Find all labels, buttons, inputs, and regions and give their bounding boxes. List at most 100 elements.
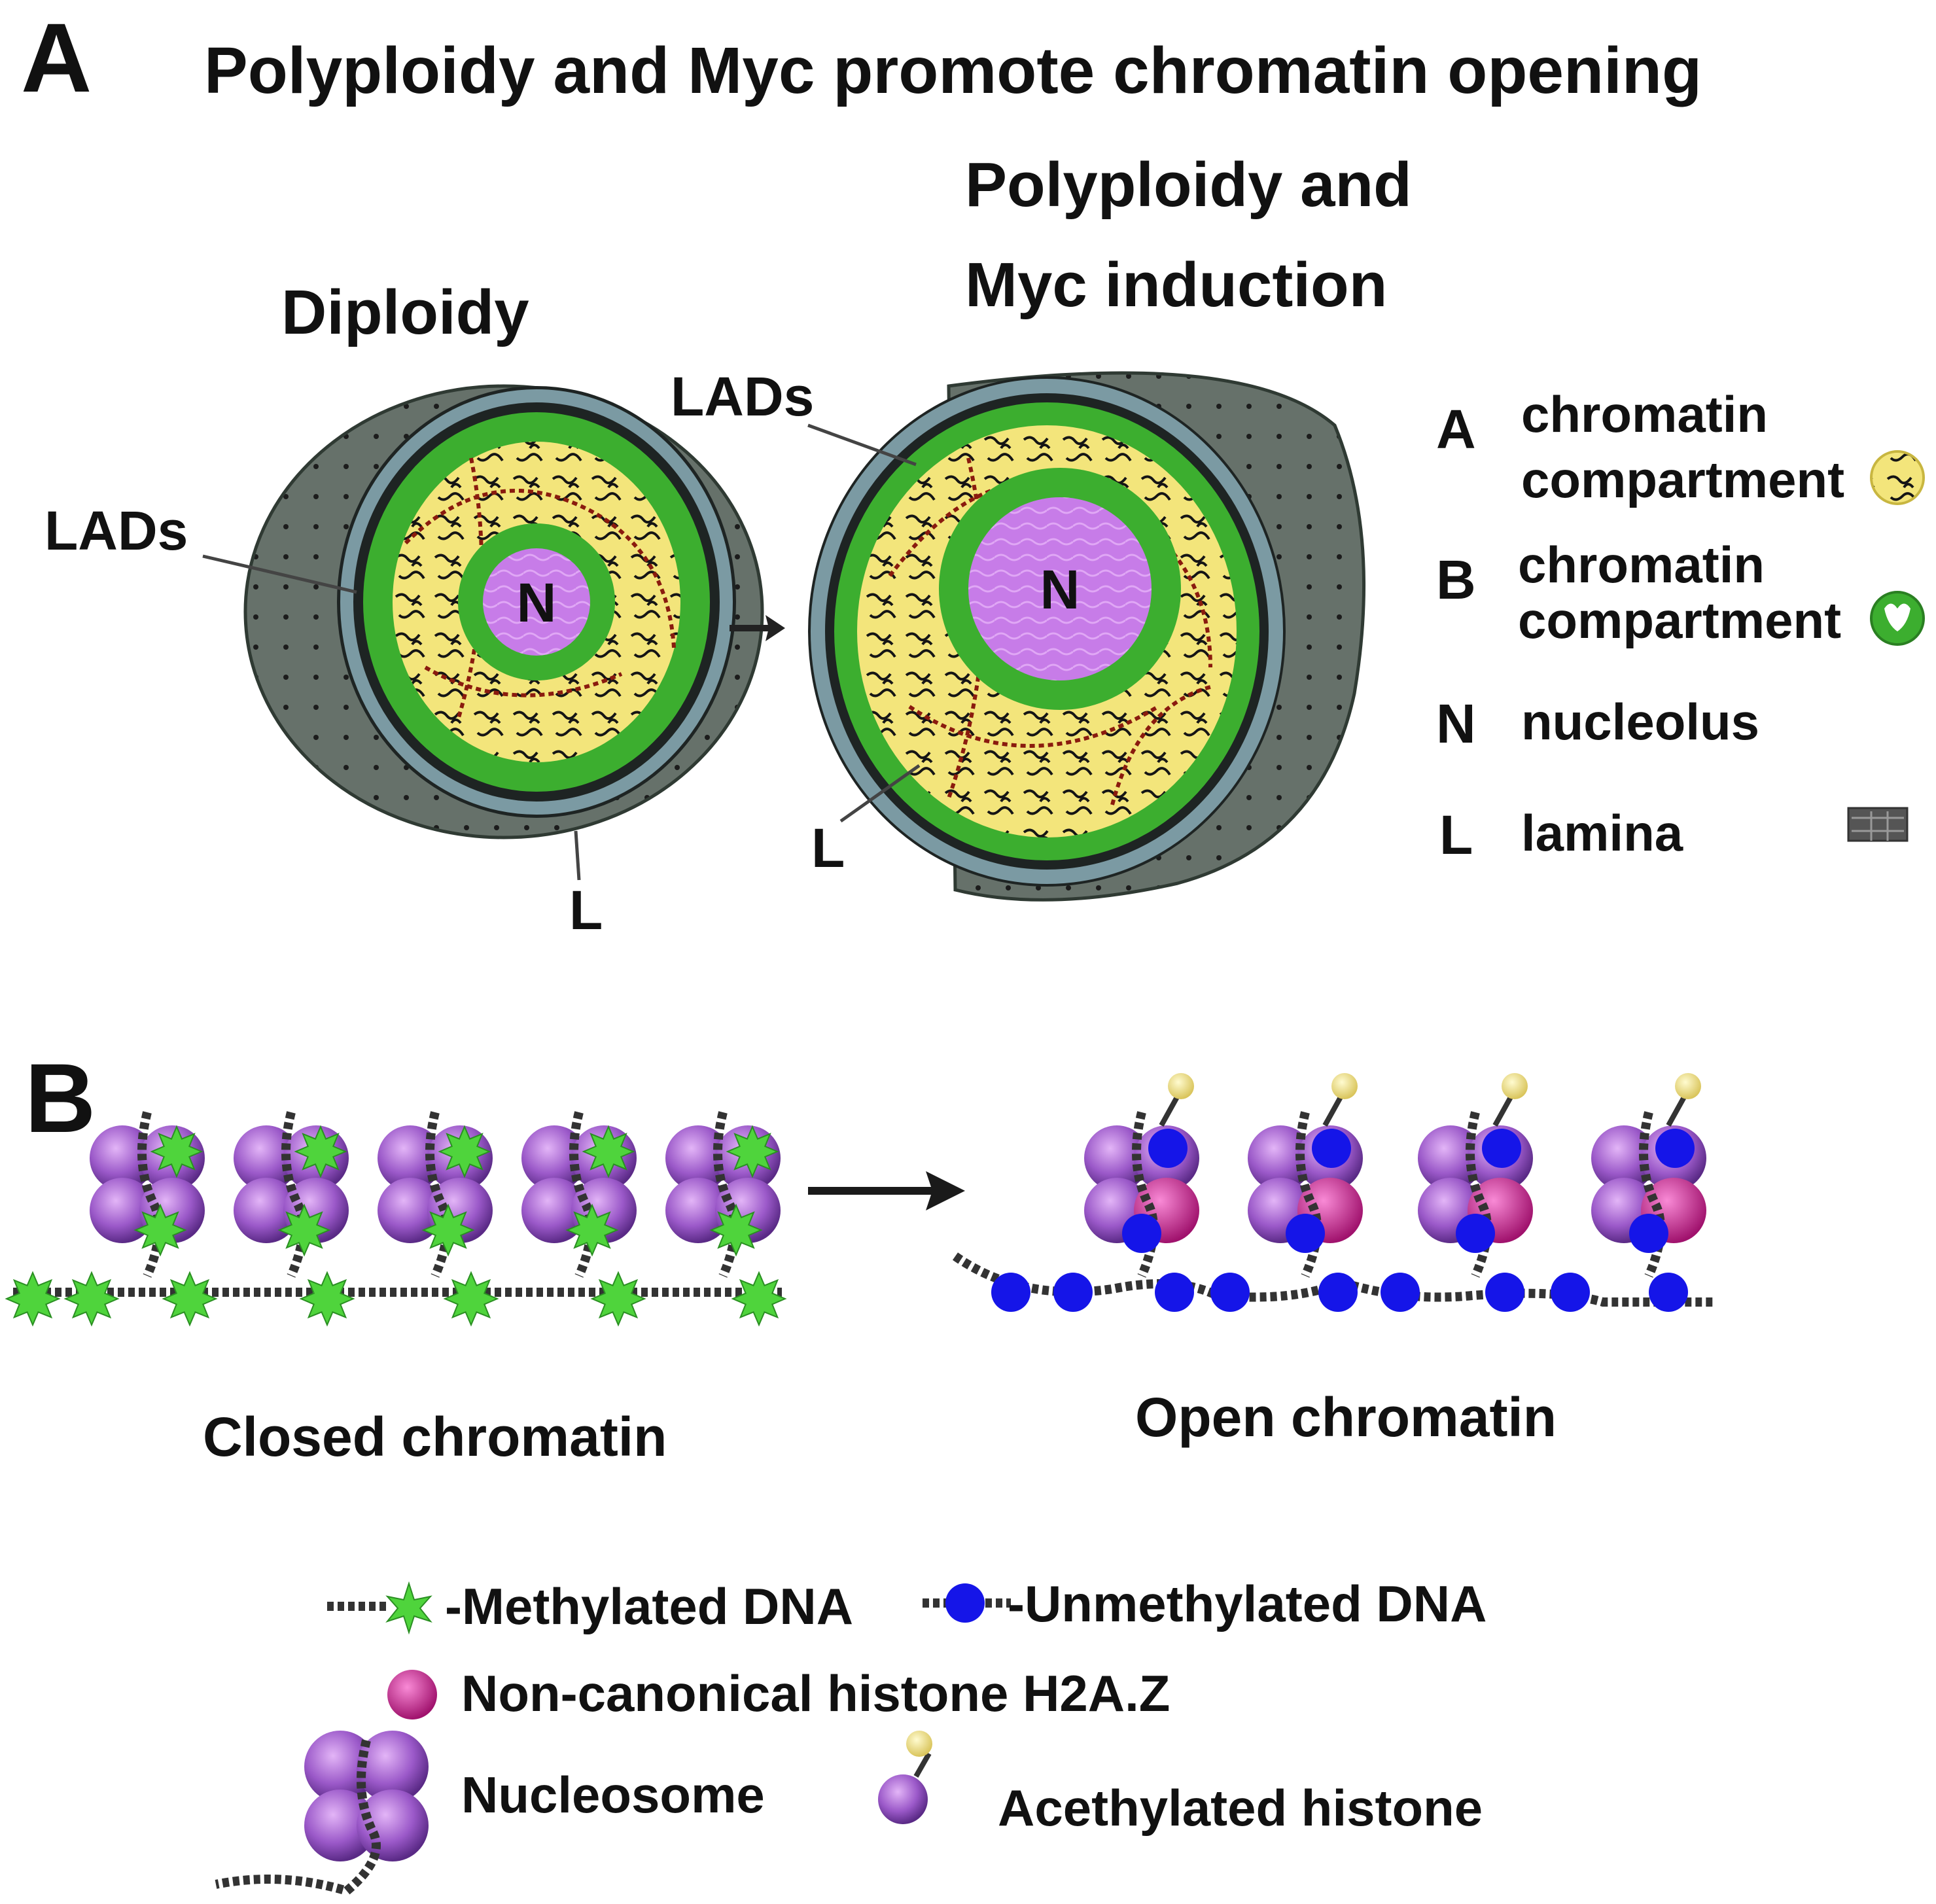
- lamina-icon: [1847, 807, 1909, 842]
- histone-core: [234, 1178, 299, 1243]
- diploid-nucleolus: [483, 548, 590, 656]
- h2az-icon: [387, 1670, 437, 1719]
- nucleosome: [378, 1111, 493, 1278]
- nucleosome-legend-icon: [215, 1731, 429, 1896]
- panel-b-legend: -Methylated DNA -Unmethylated DNA Non-ca…: [215, 1575, 1487, 1896]
- open-unmethylated-sites: [991, 1073, 1701, 1312]
- methylated-cpg-star: [443, 1271, 499, 1327]
- acetyl-tail: [1159, 1095, 1180, 1127]
- histone-core: [90, 1125, 155, 1191]
- diploid-lads-label: LADs: [44, 500, 188, 561]
- methylated-cpg-star: [277, 1203, 331, 1257]
- diploid-caption: Diploidy: [281, 277, 529, 347]
- b-compartment-icon: [1870, 591, 1925, 646]
- legend-l-key: L: [1439, 804, 1473, 866]
- unmethylated-cpg-circle: [1551, 1273, 1590, 1312]
- polyploid-caption-line1: Polyploidy and: [965, 150, 1412, 220]
- panel-b-letter: B: [25, 1043, 96, 1153]
- acetylated-histone-label: Acethylated histone: [998, 1779, 1483, 1837]
- diploid-lamina-label: L: [569, 879, 603, 941]
- panel-a-arrow-head: [766, 615, 785, 641]
- a-compartment-icon: [1870, 450, 1925, 505]
- histone-core: [90, 1178, 155, 1243]
- panel-a-letter: A: [21, 3, 92, 113]
- polyploid-lamina: [811, 379, 1283, 884]
- legend-a-key: A: [1436, 398, 1476, 460]
- legend-b-line2: compartment: [1518, 591, 1841, 649]
- acetyl-tail: [1492, 1095, 1514, 1127]
- methylated-cpg-star: [133, 1203, 187, 1257]
- methylated-cpg-star: [709, 1203, 763, 1257]
- diploid-lamina-leader: [574, 830, 581, 881]
- polyploid-lads-leader: [807, 423, 917, 467]
- methylated-cpg-star: [565, 1203, 619, 1257]
- unmethylated-cpg-circle: [1148, 1129, 1188, 1168]
- histone-core: [1084, 1125, 1150, 1191]
- unmethylated-cpg-circle: [1122, 1214, 1161, 1253]
- polyploid-nucleolus: [968, 497, 1152, 680]
- legend-a-line2: compartment: [1521, 451, 1844, 508]
- diploid-lads-leader: [202, 554, 357, 594]
- acetyl-group: [1675, 1073, 1701, 1099]
- panel-b-arrow-head: [926, 1171, 965, 1210]
- unmethylated-cpg-circle: [1210, 1273, 1250, 1312]
- closed-nucleosomes: [90, 1111, 781, 1278]
- histone-core: [521, 1178, 587, 1243]
- diploid-lamina: [340, 389, 733, 815]
- acetyl-tail: [1666, 1095, 1687, 1127]
- polyploid-caption-line2: Myc induction: [965, 250, 1387, 320]
- methylated-cpg-star: [5, 1271, 61, 1327]
- polyploid-lads-label: LADs: [671, 366, 814, 427]
- panel-b: B Closed chromatin Open chromatin -Met: [5, 1043, 1714, 1896]
- acetyl-group: [1502, 1073, 1528, 1099]
- acetylated-histone-icon: [878, 1731, 932, 1824]
- unmethylated-cpg-circle: [1649, 1273, 1688, 1312]
- nucleosome: [521, 1111, 637, 1278]
- polyploid-chromatin-fibers: [888, 457, 1212, 805]
- methylated-dna-label: -Methylated DNA: [445, 1578, 853, 1635]
- methylated-cpg-star: [731, 1271, 787, 1327]
- panel-a-title: Polyploidy and Myc promote chromatin ope…: [204, 34, 1702, 107]
- open-chromatin-label: Open chromatin: [1135, 1386, 1557, 1448]
- legend-l-line1: lamina: [1521, 804, 1683, 862]
- methylated-cpg-star: [63, 1271, 120, 1327]
- polyploid-lamina-label: L: [811, 817, 845, 879]
- methylated-cpg-star: [438, 1125, 491, 1178]
- acetyl-group: [1331, 1073, 1358, 1099]
- methylated-cpg-star: [294, 1125, 347, 1178]
- unmethylated-dna-icon: [923, 1583, 1011, 1623]
- methylated-cpg-star: [726, 1125, 779, 1178]
- legend-n-key: N: [1436, 693, 1476, 754]
- unmethylated-cpg-circle: [1312, 1129, 1351, 1168]
- legend-b-key: B: [1436, 549, 1476, 610]
- panel-a: A Polyploidy and Myc promote chromatin o…: [21, 3, 1925, 941]
- histone-core: [234, 1125, 299, 1191]
- polyploid-lamina-leader: [839, 764, 921, 823]
- unmethylated-cpg-circle: [991, 1273, 1030, 1312]
- open-dna-backbone: [952, 1252, 1714, 1307]
- legend-a-line1: chromatin: [1521, 385, 1768, 443]
- panel-a-legend: A chromatin compartment B chromatin comp…: [1436, 385, 1925, 866]
- h2az-label: Non-canonical histone H2A.Z: [461, 1665, 1170, 1722]
- methylated-dna-icon: [327, 1581, 432, 1635]
- unmethylated-cpg-circle: [1482, 1129, 1521, 1168]
- histone-core: [378, 1125, 443, 1191]
- unmethylated-dna-label: -Unmethylated DNA: [1008, 1575, 1487, 1632]
- methylated-cpg-star: [150, 1125, 203, 1178]
- nucleosome-label: Nucleosome: [461, 1766, 765, 1824]
- closed-chromatin-strand: [5, 1111, 787, 1327]
- methylated-cpg-star: [299, 1271, 355, 1327]
- unmethylated-cpg-circle: [1286, 1214, 1325, 1253]
- panel-a-arrow: [730, 615, 785, 641]
- polyploid-nucleolus-label: N: [1040, 559, 1080, 620]
- unmethylated-cpg-circle: [1629, 1214, 1668, 1253]
- unmethylated-cpg-circle: [1318, 1273, 1358, 1312]
- unmethylated-cpg-circle: [1655, 1129, 1695, 1168]
- acetyl-group: [1168, 1073, 1194, 1099]
- diploid-cell: Diploidy N LADs L: [44, 277, 764, 941]
- closed-methylated-sites: [5, 1125, 787, 1327]
- histone-core: [378, 1178, 443, 1243]
- methylated-cpg-star: [590, 1271, 646, 1327]
- closed-chromatin-label: Closed chromatin: [203, 1406, 667, 1468]
